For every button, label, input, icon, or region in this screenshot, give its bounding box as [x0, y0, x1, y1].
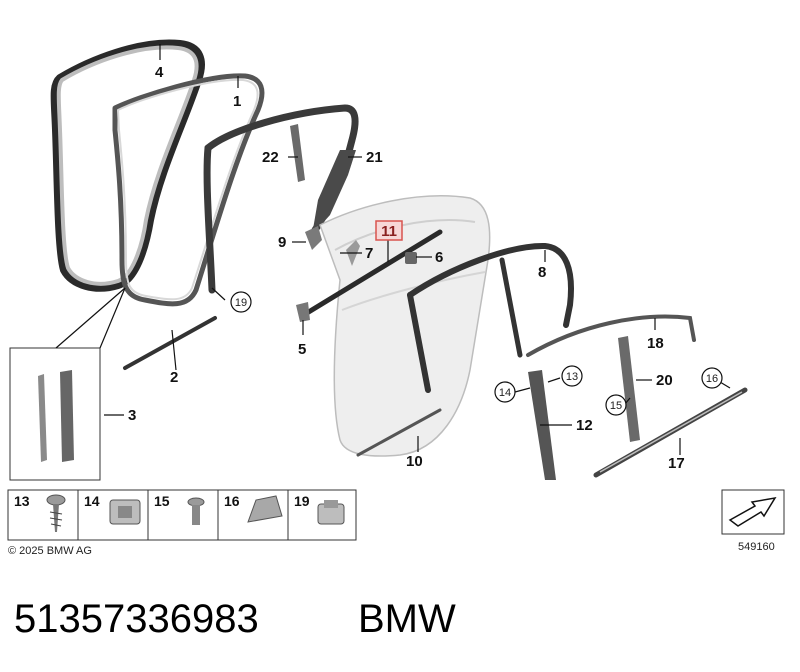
svg-text:13: 13 — [566, 371, 578, 383]
trim-strip-17 — [593, 387, 748, 478]
circled-callouts: 19 14 13 15 16 — [230, 291, 723, 416]
bracket-9 — [305, 226, 322, 250]
tapping-screw-icon — [46, 494, 66, 532]
trim-strip-18 — [526, 314, 696, 357]
callout-16-circled: 16 — [701, 367, 723, 389]
svg-text:15: 15 — [154, 493, 170, 509]
leader-lines — [55, 44, 731, 455]
callout-8: 8 — [538, 264, 546, 281]
bracket-5 — [296, 302, 310, 322]
legend-item-13: 13 — [14, 493, 66, 532]
callout-9: 9 — [278, 234, 286, 251]
trim-piece-20 — [618, 336, 640, 442]
callout-19-circled: 19 — [230, 291, 252, 313]
window-frame-seal-8 — [407, 242, 574, 393]
svg-text:16: 16 — [224, 493, 240, 509]
svg-text:13: 13 — [14, 493, 30, 509]
callout-12: 12 — [576, 417, 593, 434]
callout-2: 2 — [170, 369, 178, 386]
callout-4: 4 — [155, 64, 164, 81]
copyright: © 2025 BMW AG — [8, 545, 92, 557]
callout-21: 21 — [366, 149, 383, 166]
callout-13-circled: 13 — [561, 365, 583, 387]
clip-nut-icon — [109, 499, 141, 525]
clip-6 — [405, 252, 417, 264]
callout-labels: 4 1 21 22 9 5 2 3 7 6 8 10 18 12 20 17 — [128, 64, 685, 472]
image-number: 549160 — [738, 541, 775, 553]
trim-strip-10 — [356, 408, 442, 457]
callout-17: 17 — [668, 455, 685, 472]
callout-20: 20 — [656, 372, 673, 389]
legend-item-15: 15 — [154, 493, 205, 525]
door-seal-4 — [50, 39, 205, 292]
svg-text:16: 16 — [706, 373, 718, 385]
svg-text:19: 19 — [235, 297, 247, 309]
trim-piece-22 — [290, 124, 305, 182]
svg-text:11: 11 — [381, 223, 397, 240]
callout-7: 7 — [365, 245, 373, 262]
callout-1: 1 — [233, 93, 241, 110]
callout-15-circled: 15 — [605, 394, 627, 416]
callout-5: 5 — [298, 341, 306, 358]
legend-item-19: 19 — [294, 493, 345, 525]
expanding-clip-icon — [247, 495, 283, 523]
door-panel — [319, 195, 491, 457]
beltline-seal-11 — [299, 229, 443, 319]
callout-14-circled: 14 — [494, 381, 516, 403]
brand-name: BMW — [358, 597, 456, 641]
callout-18: 18 — [647, 335, 664, 352]
legend-item-14: 14 — [84, 493, 141, 525]
nut-icon — [317, 500, 345, 525]
callout-3: 3 — [128, 407, 136, 424]
fastener-legend: 13 14 15 16 — [7, 489, 357, 541]
direction-arrow-icon — [721, 489, 785, 535]
svg-text:14: 14 — [499, 387, 511, 399]
callout-11-highlighted[interactable]: 11 — [375, 220, 403, 241]
detail-box-3 — [9, 347, 101, 481]
legend-item-16: 16 — [224, 493, 283, 523]
svg-text:14: 14 — [84, 493, 100, 509]
svg-text:15: 15 — [610, 400, 622, 412]
seal-strip-2 — [123, 316, 217, 370]
part-number: 51357336983 — [14, 597, 259, 641]
screw-icon — [187, 497, 205, 525]
callout-22: 22 — [262, 149, 279, 166]
window-channel-21 — [203, 104, 359, 294]
svg-text:19: 19 — [294, 493, 310, 509]
callout-10: 10 — [406, 453, 423, 470]
callout-6: 6 — [435, 249, 443, 266]
